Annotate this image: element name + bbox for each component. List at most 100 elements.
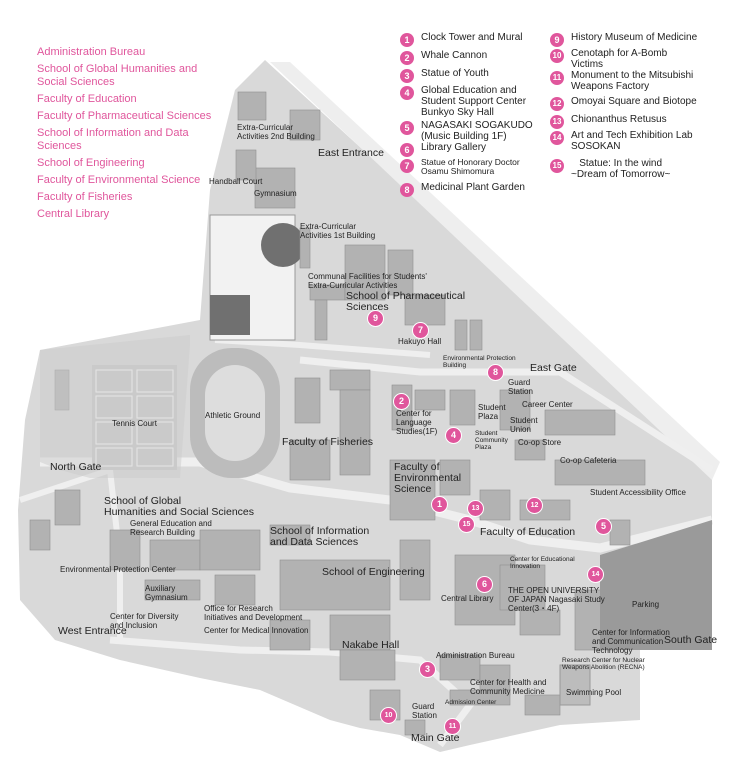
map-pin-1[interactable]: 1 bbox=[431, 496, 448, 513]
landmark-number: 3 bbox=[400, 69, 414, 83]
landmark-number: 6 bbox=[400, 143, 414, 157]
label-tennis-court: Tennis Court bbox=[112, 419, 157, 428]
faculty-education[interactable]: Faculty of Education bbox=[37, 93, 137, 105]
map-pin-9[interactable]: 9 bbox=[367, 310, 384, 327]
landmark-text: Library Gallery bbox=[421, 142, 487, 153]
landmark-number: 10 bbox=[550, 49, 564, 63]
label-athletic-ground: Athletic Ground bbox=[205, 411, 261, 420]
label-north-gate: North Gate bbox=[50, 461, 102, 473]
label-student-union: Student Union bbox=[510, 416, 538, 434]
faculty-pharmaceutical[interactable]: Faculty of Pharmaceutical Sciences bbox=[37, 110, 212, 122]
label-extra-curricular-1: Extra-Curricular Activities 1st Building bbox=[300, 222, 376, 240]
label-env-protection-building: Environmental Protection Building bbox=[443, 355, 516, 369]
label-open-university: THE OPEN UNIVERSITY OF JAPAN Nagasaki St… bbox=[508, 586, 605, 613]
label-guard-station-east: Guard Station bbox=[508, 378, 533, 396]
landmark-number: 13 bbox=[550, 115, 564, 129]
landmark-number: 1 bbox=[400, 33, 414, 47]
faculty-global-humanities[interactable]: School of Global Humanities and Social S… bbox=[37, 63, 198, 88]
landmark-text: Statue of Honorary Doctor Osamu Shimomur… bbox=[421, 157, 520, 176]
faculty-legend: Administration Bureau School of Global H… bbox=[37, 46, 227, 225]
map-pin-13[interactable]: 13 bbox=[467, 500, 484, 517]
label-medical-innovation: Center for Medical Innovation bbox=[204, 626, 309, 635]
label-career-center: Career Center bbox=[522, 400, 573, 409]
label-general-education: General Education and Research Building bbox=[130, 519, 212, 537]
label-language-studies: Center for Language Studies(1F) bbox=[396, 409, 438, 436]
north-road bbox=[214, 337, 431, 358]
landmark-text: Cenotaph for A-Bomb Victims bbox=[571, 48, 668, 70]
label-nakabe-hall: Nakabe Hall bbox=[342, 639, 400, 651]
field-infield-lower bbox=[210, 295, 250, 335]
east-road bbox=[270, 62, 720, 480]
label-west-entrance: West Entrance bbox=[58, 625, 127, 637]
faculty-environmental-science[interactable]: Faculty of Environmental Science bbox=[37, 174, 201, 186]
map-pin-5[interactable]: 5 bbox=[595, 518, 612, 535]
landmark-number: 11 bbox=[550, 71, 564, 85]
parking-area bbox=[600, 520, 712, 650]
label-east-gate: East Gate bbox=[530, 362, 577, 374]
athletic-infield bbox=[205, 365, 265, 461]
label-coop-cafeteria: Co-op Cafeteria bbox=[560, 456, 617, 465]
label-recna: Research Center for Nuclear Weapons Abol… bbox=[562, 657, 645, 671]
landmark-number: 5 bbox=[400, 121, 414, 135]
label-admission-center: Admission Center bbox=[445, 699, 497, 706]
label-gymnasium: Gymnasium bbox=[254, 189, 297, 198]
label-diversity-inclusion: Center for Diversity and Inclusion bbox=[110, 612, 179, 630]
map-pin-2[interactable]: 2 bbox=[393, 393, 410, 410]
map-pin-6[interactable]: 6 bbox=[476, 576, 493, 593]
landmark-text: History Museum of Medicine bbox=[571, 32, 698, 43]
label-global-humanities: School of Global Humanities and Social S… bbox=[104, 495, 254, 518]
label-research-office: Office for Research Initiatives and Deve… bbox=[204, 604, 303, 622]
faculty-administration-bureau[interactable]: Administration Bureau bbox=[37, 46, 146, 58]
label-aux-gymnasium: Auxiliary Gymnasium bbox=[145, 584, 188, 602]
landmark-text: Whale Cannon bbox=[421, 50, 488, 61]
faculty-information-data[interactable]: School of Information and Data Sciences bbox=[37, 127, 189, 152]
landmark-text: Medicinal Plant Garden bbox=[421, 182, 525, 193]
map-pin-7[interactable]: 7 bbox=[412, 322, 429, 339]
label-engineering: School of Engineering bbox=[322, 566, 425, 578]
map-pin-12[interactable]: 12 bbox=[526, 497, 543, 514]
pool bbox=[559, 664, 591, 706]
map-pin-4[interactable]: 4 bbox=[445, 427, 462, 444]
west-road bbox=[19, 465, 123, 640]
landmark-number: 14 bbox=[550, 131, 564, 145]
label-faculty-fisheries: Faculty of Fisheries bbox=[282, 436, 374, 448]
label-communal-facilities: Communal Facilities for Students' Extra-… bbox=[308, 272, 427, 290]
landmark-number: 2 bbox=[400, 51, 414, 65]
label-coop-store: Co-op Store bbox=[518, 438, 562, 447]
landmark-text: Statue: In the wind ~Dream of Tomorrow~ bbox=[571, 158, 671, 180]
landmark-text: Clock Tower and Mural bbox=[421, 32, 523, 43]
label-env-science: Faculty of Environmental Science bbox=[394, 461, 462, 495]
landmark-number: 8 bbox=[400, 183, 414, 197]
label-pharmaceutical: School of Pharmaceutical Sciences bbox=[346, 290, 466, 313]
west-grove bbox=[40, 335, 190, 478]
label-administration-bureau: Administration Bureau bbox=[436, 651, 515, 660]
label-handball-court: Handball Court bbox=[209, 177, 263, 186]
landmark-text: Monument to the Mitsubishi Weapons Facto… bbox=[571, 70, 694, 92]
landmark-text: Omoyai Square and Biotope bbox=[571, 96, 697, 107]
landmark-number: 4 bbox=[400, 86, 414, 100]
label-info-data: School of Information and Data Sciences bbox=[270, 525, 370, 548]
label-south-gate: South Gate bbox=[664, 634, 718, 646]
map-pin-15[interactable]: 15 bbox=[458, 516, 475, 533]
landmark-number: 9 bbox=[550, 33, 564, 47]
landmark-text: Statue of Youth bbox=[421, 68, 489, 79]
map-pin-10[interactable]: 10 bbox=[380, 707, 397, 724]
map-pin-3[interactable]: 3 bbox=[419, 661, 436, 678]
faculty-central-library[interactable]: Central Library bbox=[37, 208, 110, 220]
map-pin-14[interactable]: 14 bbox=[587, 566, 604, 583]
label-parking: Parking bbox=[632, 600, 660, 609]
label-info-comm-tech: Center for Information and Communication… bbox=[592, 628, 670, 655]
landmark-number: 12 bbox=[550, 97, 564, 111]
label-env-protection-center: Environmental Protection Center bbox=[60, 565, 176, 574]
faculty-fisheries[interactable]: Faculty of Fisheries bbox=[37, 191, 133, 203]
field-infield-upper bbox=[261, 223, 305, 267]
label-main-gate: Main Gate bbox=[411, 732, 460, 744]
landmark-text: Chionanthus Retusus bbox=[571, 114, 667, 125]
faculty-engineering[interactable]: School of Engineering bbox=[37, 157, 145, 169]
label-community-plaza: Student Community Plaza bbox=[475, 430, 508, 451]
map-pin-8[interactable]: 8 bbox=[487, 364, 504, 381]
map-pin-11[interactable]: 11 bbox=[444, 718, 461, 735]
label-health-community: Center for Health and Community Medicine bbox=[470, 678, 547, 696]
landmark-text: Art and Tech Exhibition Lab SOSOKAN bbox=[571, 130, 693, 152]
